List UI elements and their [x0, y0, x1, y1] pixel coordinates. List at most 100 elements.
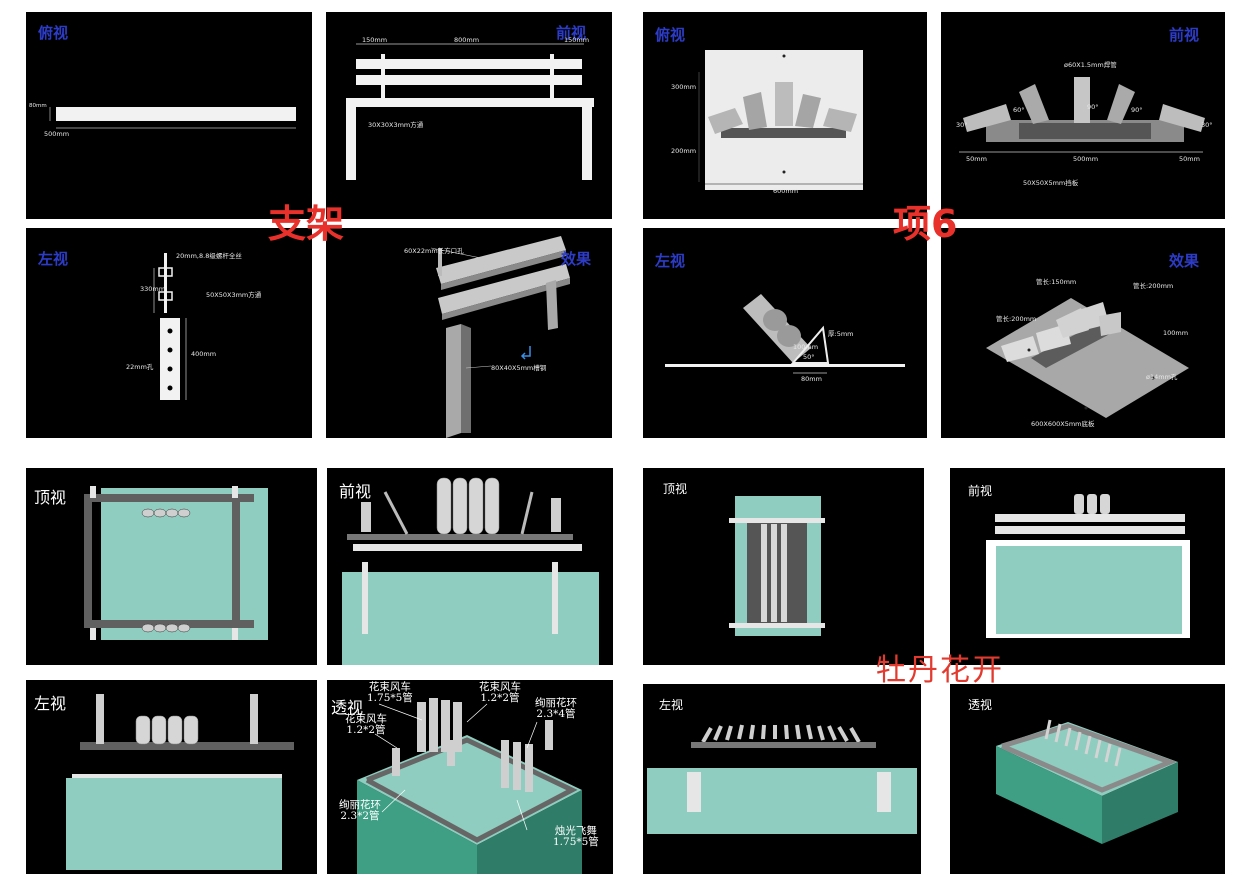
bracket-front-view-drawing [346, 43, 594, 180]
panel-firework-top-view: 顶视 [26, 468, 317, 665]
dim-label: 50mm [966, 155, 987, 163]
angle-label: 50° [803, 353, 815, 361]
peony-top-view-drawing [729, 496, 825, 636]
return-arrow-icon [520, 346, 531, 360]
section-label-peony: 牡丹花开 [876, 653, 1004, 688]
item6-left-view-drawing [665, 294, 905, 374]
bracket-post [160, 318, 180, 400]
panel-peony-perspective: 透视 [950, 684, 1225, 874]
spec-label: 管长:150mm [1036, 278, 1077, 286]
dim-label: 330mm [140, 285, 166, 293]
base-plate [986, 298, 1189, 418]
spec-label: 50X50X3mm方通 [206, 291, 262, 299]
spec-label: 600X600X5mm底板 [1031, 420, 1095, 428]
panel-title: 前视 [968, 484, 993, 498]
bracket-left-view-drawing [153, 253, 187, 400]
panel-title: 顶视 [663, 482, 688, 496]
panel-peony-left-view: 左视 [643, 684, 921, 874]
spec-label: 管长:200mm [1133, 282, 1174, 290]
panel-peony-front-view: 前视 [950, 468, 1225, 665]
item6-top-view-drawing [698, 50, 863, 190]
panel-peony-top-view: 顶视 [643, 468, 924, 665]
section-label-item6: 项6 [893, 202, 958, 246]
panel-firework-left-view: 左视 [26, 680, 317, 874]
panel-bracket-front-view: 前视 150mm 800mm 150mm 30X30X3mm方通 [326, 12, 612, 219]
spec-label: 管长:200mm [996, 315, 1037, 323]
angle-label: 90° [1087, 103, 1099, 111]
spec-label: ø60X1.5mm焊管 [1064, 61, 1117, 69]
panel-title: 左视 [34, 694, 67, 713]
dim-label: 100mm [793, 343, 819, 351]
panel-title: 左视 [38, 250, 69, 268]
spec-label: 50X50X5mm挡板 [1023, 179, 1079, 187]
dim-label: 150mm [564, 36, 590, 44]
firework-left-view-drawing [66, 694, 294, 870]
panel-item6-front-view: 前视 ø60X1.5mm焊管 60° 90° 90° 30° 30° 50mm … [941, 12, 1225, 219]
panel-title: 顶视 [34, 488, 67, 507]
panel-title: 效果 [561, 250, 592, 268]
dim-label: 150mm [362, 36, 388, 44]
dim-label: 500mm [44, 130, 70, 138]
bracket-effect-view-drawing [430, 236, 570, 438]
panel-firework-front-view: 前视 [327, 468, 613, 665]
spec-label: 20mm,8.8级螺杆全丝 [176, 252, 242, 260]
panel-title: 透视 [968, 698, 993, 712]
dim-label: 600mm [773, 187, 799, 195]
spec-label: 60X22mm长方口孔 [404, 247, 464, 255]
firework-front-view-drawing [342, 477, 599, 665]
item6-effect-view-drawing [986, 298, 1189, 418]
item6-front-view-drawing [959, 77, 1205, 153]
peony-left-view-drawing [647, 724, 917, 834]
panel-title: 前视 [556, 24, 587, 42]
firework-top-view-drawing [84, 486, 268, 640]
panel-title: 俯视 [655, 26, 686, 44]
dim-label: 300mm [671, 83, 697, 91]
dim-label: 80mm [29, 103, 47, 109]
panel-item6-top-view: 俯视 300mm 200mm 600mm [643, 12, 927, 219]
panel-item6-effect-view: 效果 管长:150mm 管长:200mm 管长:200mm 100mm ø14m… [941, 228, 1225, 438]
dim-label: 500mm [1073, 155, 1099, 163]
panel-title: 俯视 [38, 24, 69, 42]
dim-label: 200mm [671, 147, 697, 155]
bracket-top-view-drawing [49, 107, 296, 129]
angle-label: 90° [1131, 106, 1143, 114]
angle-label: 60° [1013, 106, 1025, 114]
angle-label: 30° [1201, 121, 1213, 129]
angle-label: 30° [956, 121, 968, 129]
spec-label: ø14mm孔 [1146, 373, 1178, 381]
panel-title: 前视 [339, 482, 372, 501]
spec-label: 30X30X3mm方通 [368, 121, 424, 129]
spec-label: 22mm孔 [126, 363, 154, 371]
ground-line [665, 364, 905, 367]
teal-box [66, 778, 282, 870]
spec-label: 80X40X5mm槽钢 [491, 364, 547, 372]
teal-box [342, 572, 599, 665]
panel-title: 左视 [659, 698, 684, 712]
dim-label: 50mm [1179, 155, 1200, 163]
panel-bracket-effect-view: 效果 60X22mm长方口孔 80X40X5mm槽钢 [326, 228, 612, 438]
bracket-crossbar [346, 98, 594, 107]
teal-box [996, 546, 1182, 634]
panel-title: 前视 [1169, 26, 1200, 44]
dim-label: 80mm [801, 375, 822, 383]
bracket-bar [56, 107, 296, 121]
panel-bracket-left-view: 左视 20mm,8.8级螺杆全丝 50X50X3mm方通 22mm孔 330mm… [26, 228, 312, 438]
panel-item6-left-view: 左视 厚:5mm 100mm 50° 80mm [643, 228, 927, 438]
panel-title: 透视 [331, 698, 364, 717]
panel-bracket-top-view: 俯视 80mm 500mm [26, 12, 312, 219]
panel-title: 效果 [1169, 252, 1200, 270]
peony-perspective-drawing [996, 719, 1178, 844]
firework-perspective-drawing [357, 698, 582, 874]
peony-front-view-drawing [986, 494, 1190, 638]
dim-label: 400mm [191, 350, 217, 358]
dim-label: 100mm [1163, 329, 1189, 337]
panel-title: 左视 [655, 252, 686, 270]
spec-label: 厚:5mm [828, 330, 854, 338]
